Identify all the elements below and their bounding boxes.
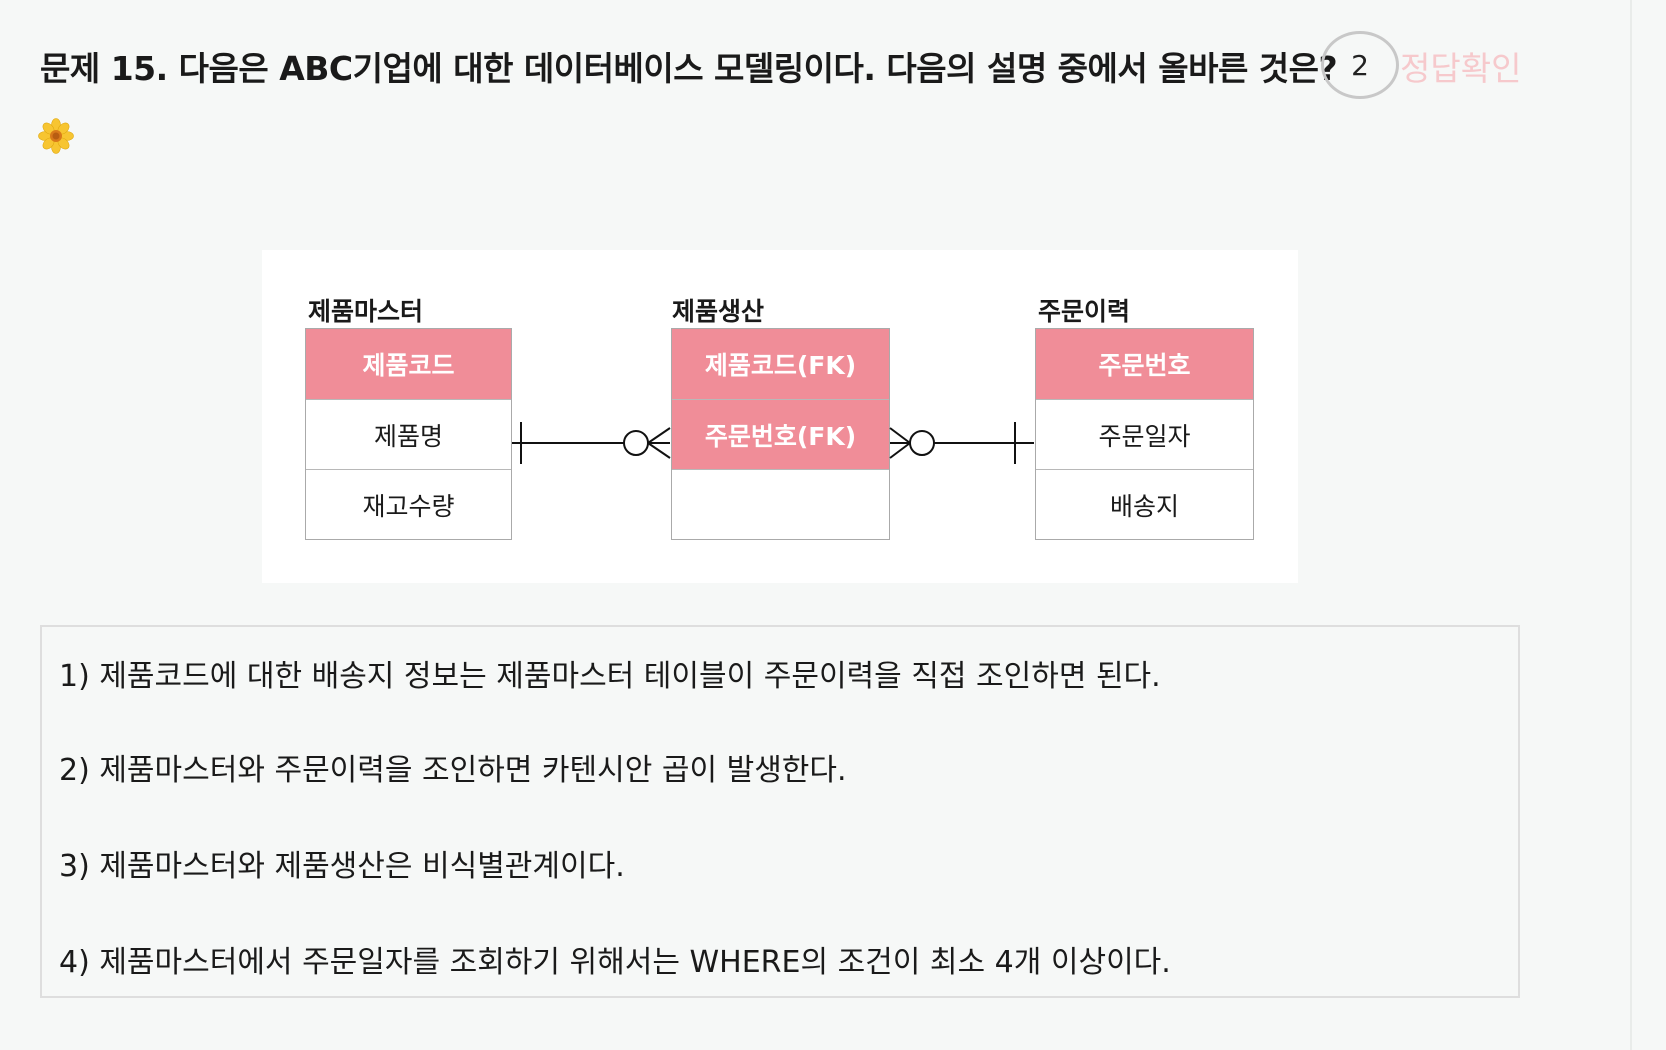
crowfoot-marker <box>647 427 671 444</box>
right-divider <box>1630 0 1632 1050</box>
option-1: 1) 제품코드에 대한 배송지 정보는 제품마스터 테이블이 주문이력을 직접 … <box>59 659 1161 694</box>
option-4: 4) 제품마스터에서 주문일자를 조회하기 위해서는 WHERE의 조건이 최소… <box>59 945 1171 980</box>
entity-title-product-master: 제품마스터 <box>308 297 424 326</box>
zero-marker <box>623 430 649 456</box>
attribute-cell: 주문일자 <box>1036 399 1253 469</box>
entity-title-production: 제품생산 <box>672 297 765 326</box>
options-box: 1) 제품코드에 대한 배송지 정보는 제품마스터 테이블이 주문이력을 직접 … <box>40 625 1520 998</box>
zero-marker <box>909 430 935 456</box>
flower-icon <box>38 118 74 154</box>
attribute-cell: 재고수량 <box>306 469 511 539</box>
entity-title-order-history: 주문이력 <box>1038 297 1131 326</box>
pk-cell: 주문번호 <box>1036 329 1253 399</box>
fk-cell: 주문번호(FK) <box>672 399 889 469</box>
attribute-cell: 배송지 <box>1036 469 1253 539</box>
answer-input[interactable] <box>1321 31 1399 99</box>
entity-order-history: 주문번호 주문일자 배송지 <box>1035 328 1254 540</box>
attribute-cell <box>672 469 889 539</box>
crowfoot-marker <box>889 442 911 459</box>
pk-cell: 제품코드 <box>306 329 511 399</box>
relationship-lines <box>512 422 1034 464</box>
attribute-cell: 제품명 <box>306 399 511 469</box>
fk-cell: 제품코드(FK) <box>672 329 889 399</box>
check-answer-button[interactable]: 정답확인 <box>1400 49 1522 88</box>
crowfoot-marker <box>889 427 911 444</box>
crowfoot-marker <box>647 442 671 459</box>
question-title: 문제 15. 다음은 ABC기업에 대한 데이터베이스 모델링이다. 다음의 설… <box>40 49 1338 88</box>
option-3: 3) 제품마스터와 제품생산은 비식별관계이다. <box>59 849 625 884</box>
entity-product-master: 제품코드 제품명 재고수량 <box>305 328 512 540</box>
entity-production: 제품코드(FK) 주문번호(FK) <box>671 328 890 540</box>
option-2: 2) 제품마스터와 주문이력을 조인하면 카텐시안 곱이 발생한다. <box>59 753 847 788</box>
er-diagram: 제품마스터 제품코드 제품명 재고수량 제품생산 제품코드(FK) 주문번호(F… <box>262 250 1298 583</box>
